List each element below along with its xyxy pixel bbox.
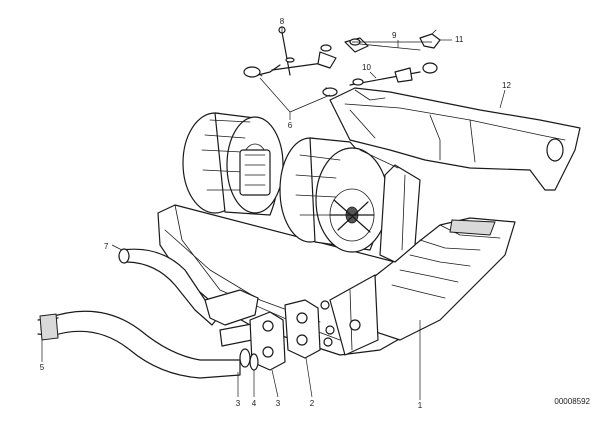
gasket-2 — [284, 299, 333, 359]
callout-2: 2 — [310, 399, 315, 408]
screw-assembly-10 — [349, 62, 438, 86]
callout-6: 6 — [288, 121, 293, 130]
clip-11 — [419, 29, 441, 49]
callout-4: 4 — [252, 399, 257, 408]
callout-8: 8 — [280, 17, 285, 26]
heater-housing — [157, 204, 516, 356]
air-channel-cover — [329, 87, 581, 191]
blower-motor-left — [182, 112, 284, 216]
clamp-4 — [239, 348, 259, 371]
blower-frame — [359, 149, 421, 263]
flap-actuators — [243, 64, 338, 97]
flange-3 — [249, 311, 286, 371]
leader-lines — [41, 27, 506, 400]
callout-10: 10 — [362, 63, 371, 72]
callout-labels: 8 9 11 10 12 6 7 5 3 4 3 2 1 — [40, 17, 512, 410]
callout-12: 12 — [502, 81, 511, 90]
diagram-reference-number: 00008592 — [554, 397, 590, 406]
blower-motor-right — [279, 137, 389, 253]
callout-11: 11 — [455, 35, 464, 44]
callout-7: 7 — [104, 242, 109, 251]
screw-assembly-8 — [271, 26, 337, 76]
hose-5 — [37, 310, 241, 379]
callout-3-right: 3 — [276, 399, 281, 408]
callout-9: 9 — [392, 31, 397, 40]
clip-9 — [344, 37, 421, 53]
callout-3-left: 3 — [236, 399, 241, 408]
callout-5: 5 — [40, 363, 45, 372]
callout-1: 1 — [418, 401, 423, 410]
